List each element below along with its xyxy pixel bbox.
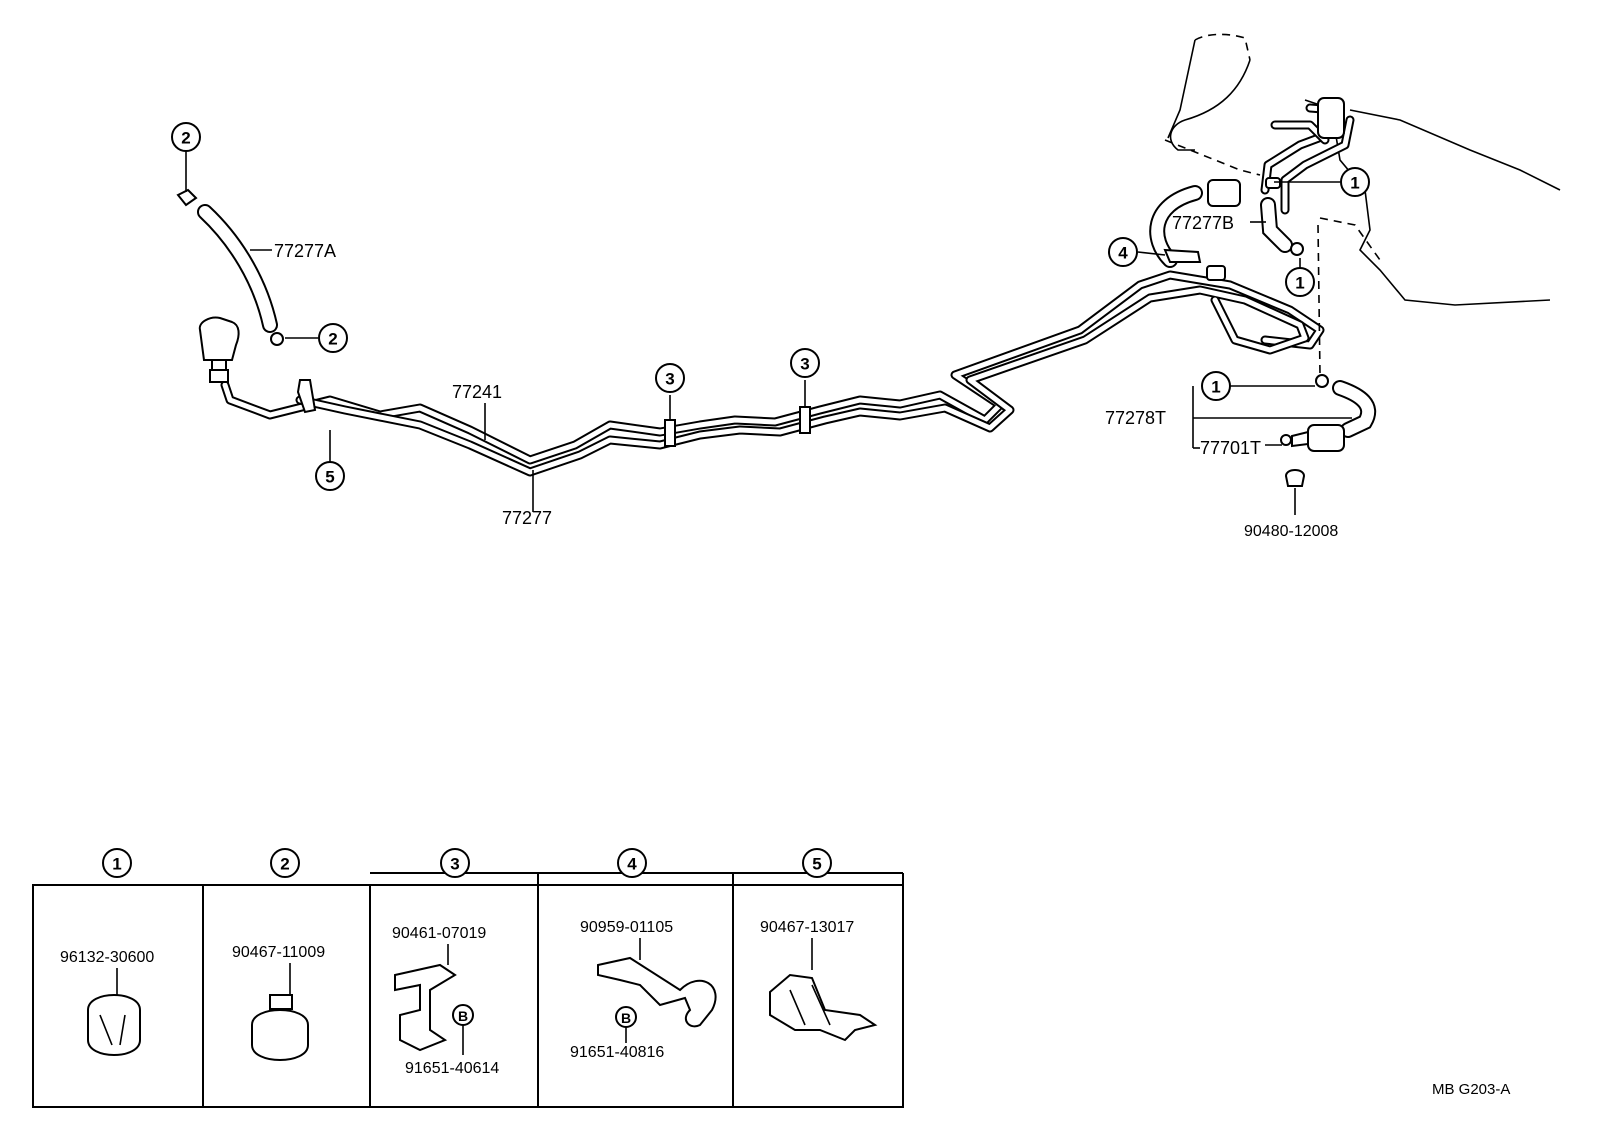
- leader-lines: [185, 150, 1352, 515]
- svg-text:3: 3: [800, 355, 809, 374]
- svg-text:3: 3: [450, 855, 459, 874]
- svg-text:B: B: [621, 1010, 631, 1026]
- svg-text:96132-30600: 96132-30600: [60, 949, 154, 966]
- legend-box-4: 4 90959-01105 B 91651-40816: [570, 848, 717, 1061]
- svg-text:91651-40614: 91651-40614: [405, 1060, 499, 1077]
- label-77241: 77241: [452, 382, 502, 402]
- legend-box-3: 3 90461-07019 B 91651-40614: [392, 848, 499, 1077]
- label-77277b: 77277B: [1172, 213, 1234, 233]
- svg-text:1: 1: [1295, 274, 1304, 293]
- callout-1-low: 1: [1201, 371, 1231, 401]
- fuel-filter-left: [198, 316, 240, 383]
- label-77278t: 77278T: [1105, 408, 1166, 428]
- svg-text:5: 5: [325, 468, 334, 487]
- svg-text:90467-11009: 90467-11009: [232, 944, 325, 961]
- label-77701t: 77701T: [1200, 438, 1261, 458]
- svg-text:2: 2: [328, 330, 337, 349]
- callout-3-left: 3: [655, 363, 685, 393]
- svg-text:1: 1: [112, 855, 121, 874]
- legend-box-1: 1 96132-30600: [60, 848, 154, 1056]
- svg-text:91651-40816: 91651-40816: [570, 1044, 664, 1061]
- svg-text:3: 3: [665, 370, 674, 389]
- svg-text:1: 1: [1350, 174, 1359, 193]
- legend-box-2: 2 90467-11009: [232, 848, 325, 1061]
- legend-box-5: 5 90467-13017: [760, 848, 878, 1042]
- canister-assembly: [1149, 177, 1304, 268]
- svg-text:B: B: [458, 1008, 468, 1024]
- svg-text:2: 2: [181, 129, 190, 148]
- svg-text:90461-07019: 90461-07019: [392, 925, 486, 942]
- svg-text:4: 4: [1118, 244, 1128, 263]
- callout-1-mid: 1: [1285, 267, 1315, 297]
- label-77277: 77277: [502, 508, 552, 528]
- svg-text:4: 4: [627, 855, 637, 874]
- right-hose-filter: [1280, 224, 1377, 487]
- main-fuel-tube: [220, 265, 1325, 477]
- label-77277a: 77277A: [274, 241, 336, 261]
- callout-5: 5: [315, 461, 345, 491]
- svg-text:1: 1: [1211, 378, 1220, 397]
- svg-text:90467-13017: 90467-13017: [760, 919, 854, 936]
- diagram-code: MB G203-A: [1432, 1081, 1510, 1098]
- callout-1-top: 1: [1340, 167, 1370, 197]
- callout-4: 4: [1108, 237, 1138, 267]
- callout-2-mid: 2: [318, 323, 348, 353]
- hose-77277a: [176, 188, 284, 346]
- svg-text:2: 2: [280, 855, 289, 874]
- callout-2-top: 2: [171, 122, 201, 152]
- callout-3-right: 3: [790, 348, 820, 378]
- svg-text:90959-01105: 90959-01105: [580, 919, 673, 936]
- svg-text:5: 5: [812, 855, 821, 874]
- label-90480-12008: 90480-12008: [1244, 523, 1338, 540]
- tank-pipes: [1260, 97, 1355, 215]
